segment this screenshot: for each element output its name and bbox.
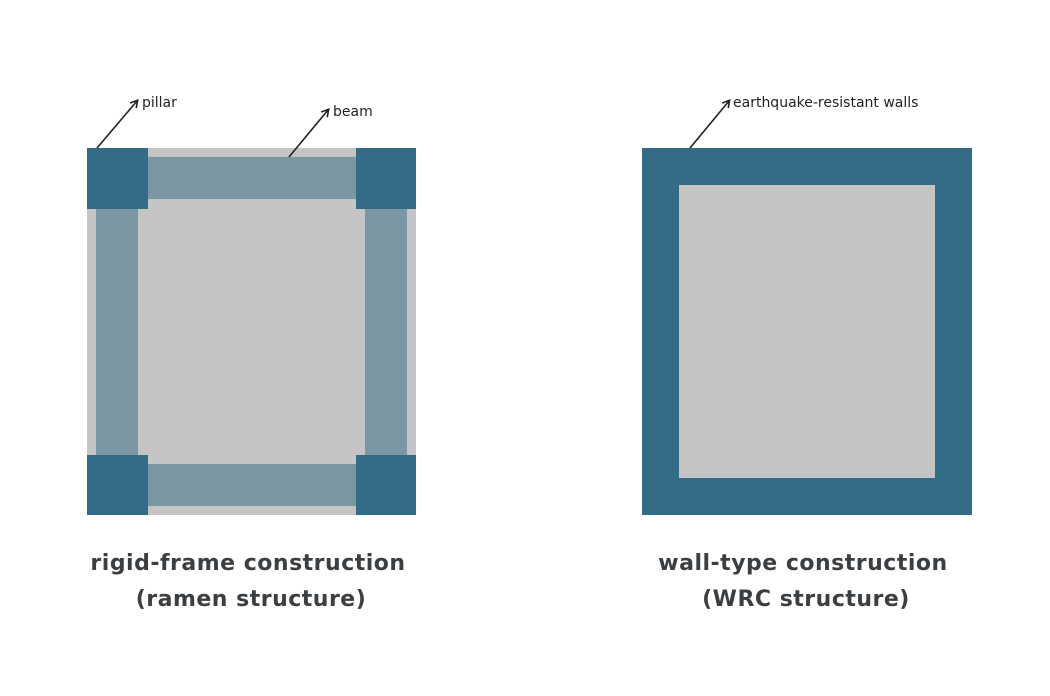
pillar-bottom-right [356,455,416,515]
rigid-frame-structure: pillar beam rigid-frame construction (ra… [87,95,416,612]
walls-arrow [689,98,731,149]
pillar-arrow [96,99,139,149]
beam-bottom [148,464,356,506]
beam-left [96,209,138,455]
pillar-bottom-left [87,455,148,515]
rigid-frame-floor [87,148,416,515]
wall-type-caption-line2: (WRC structure) [702,587,910,612]
beam-label: beam [333,104,373,120]
beam-arrow [288,107,330,158]
beam-top [148,157,356,199]
wall-type-structure: earthquake-resistant walls wall-type con… [642,95,972,612]
beam-right [365,209,407,455]
pillar-top-right [356,148,416,209]
wall-type-floor [679,185,935,478]
pillar-label: pillar [142,95,177,111]
rigid-frame-caption-line2: (ramen structure) [136,587,367,612]
wall-type-caption-line1: wall-type construction [658,551,947,576]
walls-label: earthquake-resistant walls [733,95,918,111]
rigid-frame-caption-line1: rigid-frame construction [90,551,405,576]
pillar-top-left [87,148,148,209]
